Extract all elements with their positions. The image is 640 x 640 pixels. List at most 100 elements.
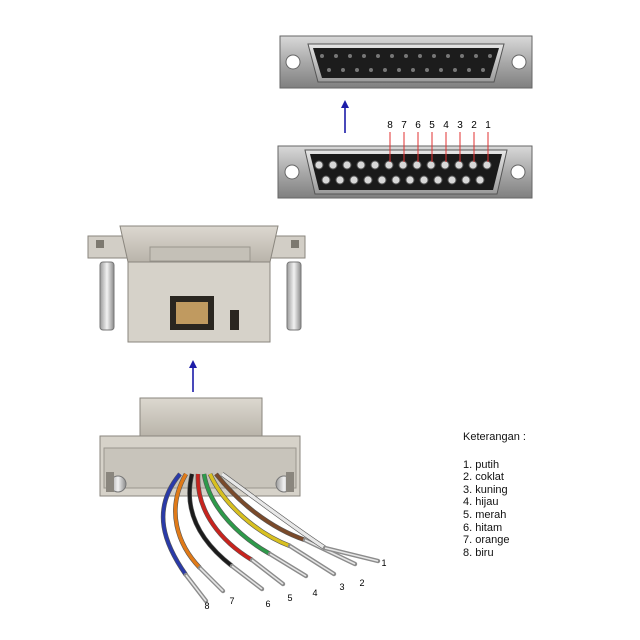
wire (196, 473, 253, 562)
legend-list: 1. putih 2. coklat 3. kuning 4. hijau 5.… (463, 459, 526, 560)
socket-hole (348, 54, 352, 58)
wire (221, 472, 326, 550)
colored-wires (160, 472, 381, 604)
socket-hole (418, 54, 422, 58)
wire-label: 5 (287, 593, 292, 603)
pin (426, 160, 436, 170)
mount-hole-right (510, 164, 526, 180)
socket-hole (320, 54, 324, 58)
wire-label: 2 (359, 578, 364, 588)
legend-title: Keterangan : (463, 431, 526, 443)
socket-hole (460, 54, 464, 58)
wire (161, 472, 188, 576)
crimp-terminal-highlight (185, 574, 207, 602)
crimp-terminal-highlight (251, 559, 284, 585)
socket-holes (320, 54, 492, 72)
wire-label: 6 (265, 599, 270, 609)
socket-hole (432, 54, 436, 58)
wire (187, 473, 234, 568)
pin (482, 160, 492, 170)
legend-item: 3. kuning (463, 483, 508, 496)
pin (468, 160, 478, 170)
thumbscrew-right (286, 261, 302, 331)
pin (314, 160, 324, 170)
socket-hole (327, 68, 331, 72)
wire-label: 8 (204, 601, 209, 611)
wire (173, 473, 202, 570)
pin (440, 160, 450, 170)
socket-hole (474, 54, 478, 58)
pin-label: 7 (401, 120, 407, 131)
socket-hole (383, 68, 387, 72)
up-arrow-bottom (189, 360, 197, 392)
wire-label: 7 (229, 596, 234, 606)
socket-hole (453, 68, 457, 72)
socket-hole (390, 54, 394, 58)
socket-hole (376, 54, 380, 58)
socket-hole (404, 54, 408, 58)
pin (447, 175, 457, 185)
pin (398, 160, 408, 170)
socket-hole (488, 54, 492, 58)
crimp-terminal-highlight (324, 547, 379, 562)
wire-label: 4 (312, 588, 317, 598)
pin (328, 160, 338, 170)
pin-label: 8 (387, 120, 393, 131)
wire (202, 473, 271, 556)
socket-hole (355, 68, 359, 72)
mount-hole-right (511, 54, 527, 70)
legend-item: 7. orange (463, 534, 510, 547)
crimp-terminal-highlight (289, 545, 335, 575)
legend-item: 4. hijau (463, 496, 499, 509)
pin-label: 1 (485, 120, 491, 131)
thumbscrew-left (99, 261, 115, 331)
legend-item: 6. hitam (463, 521, 503, 534)
pin (321, 175, 331, 185)
pin (433, 175, 443, 185)
crimp-terminal-highlight (199, 567, 224, 592)
crimp-terminal-highlight (269, 553, 307, 577)
socket-hole (446, 54, 450, 58)
up-arrow-top (341, 100, 349, 133)
crimp-terminal-highlight (231, 565, 263, 590)
socket-hole (369, 68, 373, 72)
pin (412, 160, 422, 170)
mount-hole-left (285, 54, 301, 70)
db25-male-connector (277, 145, 533, 199)
pin (356, 160, 366, 170)
pin-label: 2 (471, 120, 477, 131)
pin (391, 175, 401, 185)
wire-label: 3 (339, 582, 344, 592)
pin (384, 160, 394, 170)
pin-label: 3 (457, 120, 463, 131)
socket-hole (362, 54, 366, 58)
pin (475, 175, 485, 185)
legend-item: 1. putih (463, 458, 500, 471)
legend-item: 2. coklat (463, 471, 504, 484)
pin-markers (389, 132, 489, 162)
pin (377, 175, 387, 185)
socket-hole (411, 68, 415, 72)
socket-hole (439, 68, 443, 72)
pin-label: 4 (443, 120, 449, 131)
legend: Keterangan : 1. putih 2. coklat 3. kunin… (463, 431, 526, 559)
mount-hole-left (284, 164, 300, 180)
socket-hole (334, 54, 338, 58)
pin (349, 175, 359, 185)
wire (208, 473, 291, 548)
pin (335, 175, 345, 185)
pin (405, 175, 415, 185)
pin (419, 175, 429, 185)
pin-label: 5 (429, 120, 435, 131)
db25-female-connector (279, 35, 533, 89)
pin (363, 175, 373, 185)
pin (461, 175, 471, 185)
pin-label: 6 (415, 120, 421, 131)
legend-item: 5. merah (463, 508, 507, 521)
socket-hole (397, 68, 401, 72)
pin (454, 160, 464, 170)
socket-hole (425, 68, 429, 72)
wire-number-labels: 8 7 6 5 4 3 2 1 (204, 558, 386, 611)
pin (370, 160, 380, 170)
